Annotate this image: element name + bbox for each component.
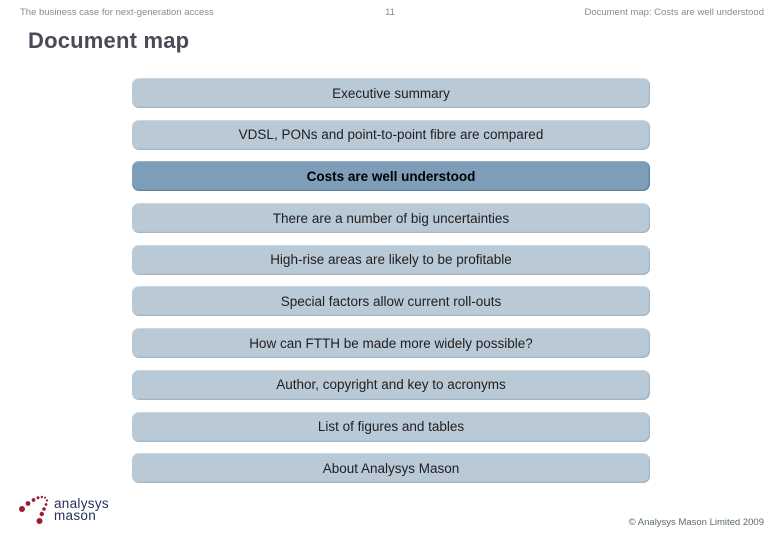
logo-wordmark: analysys mason [54, 495, 109, 523]
document-map-item: List of figures and tables [132, 411, 650, 442]
header-page-number: 11 [385, 7, 395, 18]
document-map-item: VDSL, PONs and point-to-point fibre are … [132, 119, 650, 150]
header-document-title: The business case for next-generation ac… [20, 7, 214, 18]
logo-dots-icon [19, 495, 49, 524]
page-title: Document map [28, 28, 190, 53]
logo-text-line1: analysys [54, 495, 109, 511]
analysys-mason-logo: analysys mason [16, 490, 109, 530]
document-map-item: High-rise areas are likely to be profita… [132, 244, 650, 275]
document-map-item-current: Costs are well understood [132, 161, 650, 192]
document-map-item: Executive summary [132, 78, 650, 108]
document-map-item: About Analysys Mason [132, 453, 650, 484]
logo-text-line2: mason [54, 508, 97, 523]
document-map-item: How can FTTH be made more widely possibl… [132, 328, 650, 359]
document-map-item: There are a number of big uncertainties [132, 203, 650, 234]
copyright-notice: © Analysys Mason Limited 2009 [628, 517, 764, 528]
document-map-item: Special factors allow current roll-outs [132, 286, 650, 317]
header-section-reference: Document map: Costs are well understood [584, 7, 764, 18]
document-map-item: Author, copyright and key to acronyms [132, 369, 650, 400]
